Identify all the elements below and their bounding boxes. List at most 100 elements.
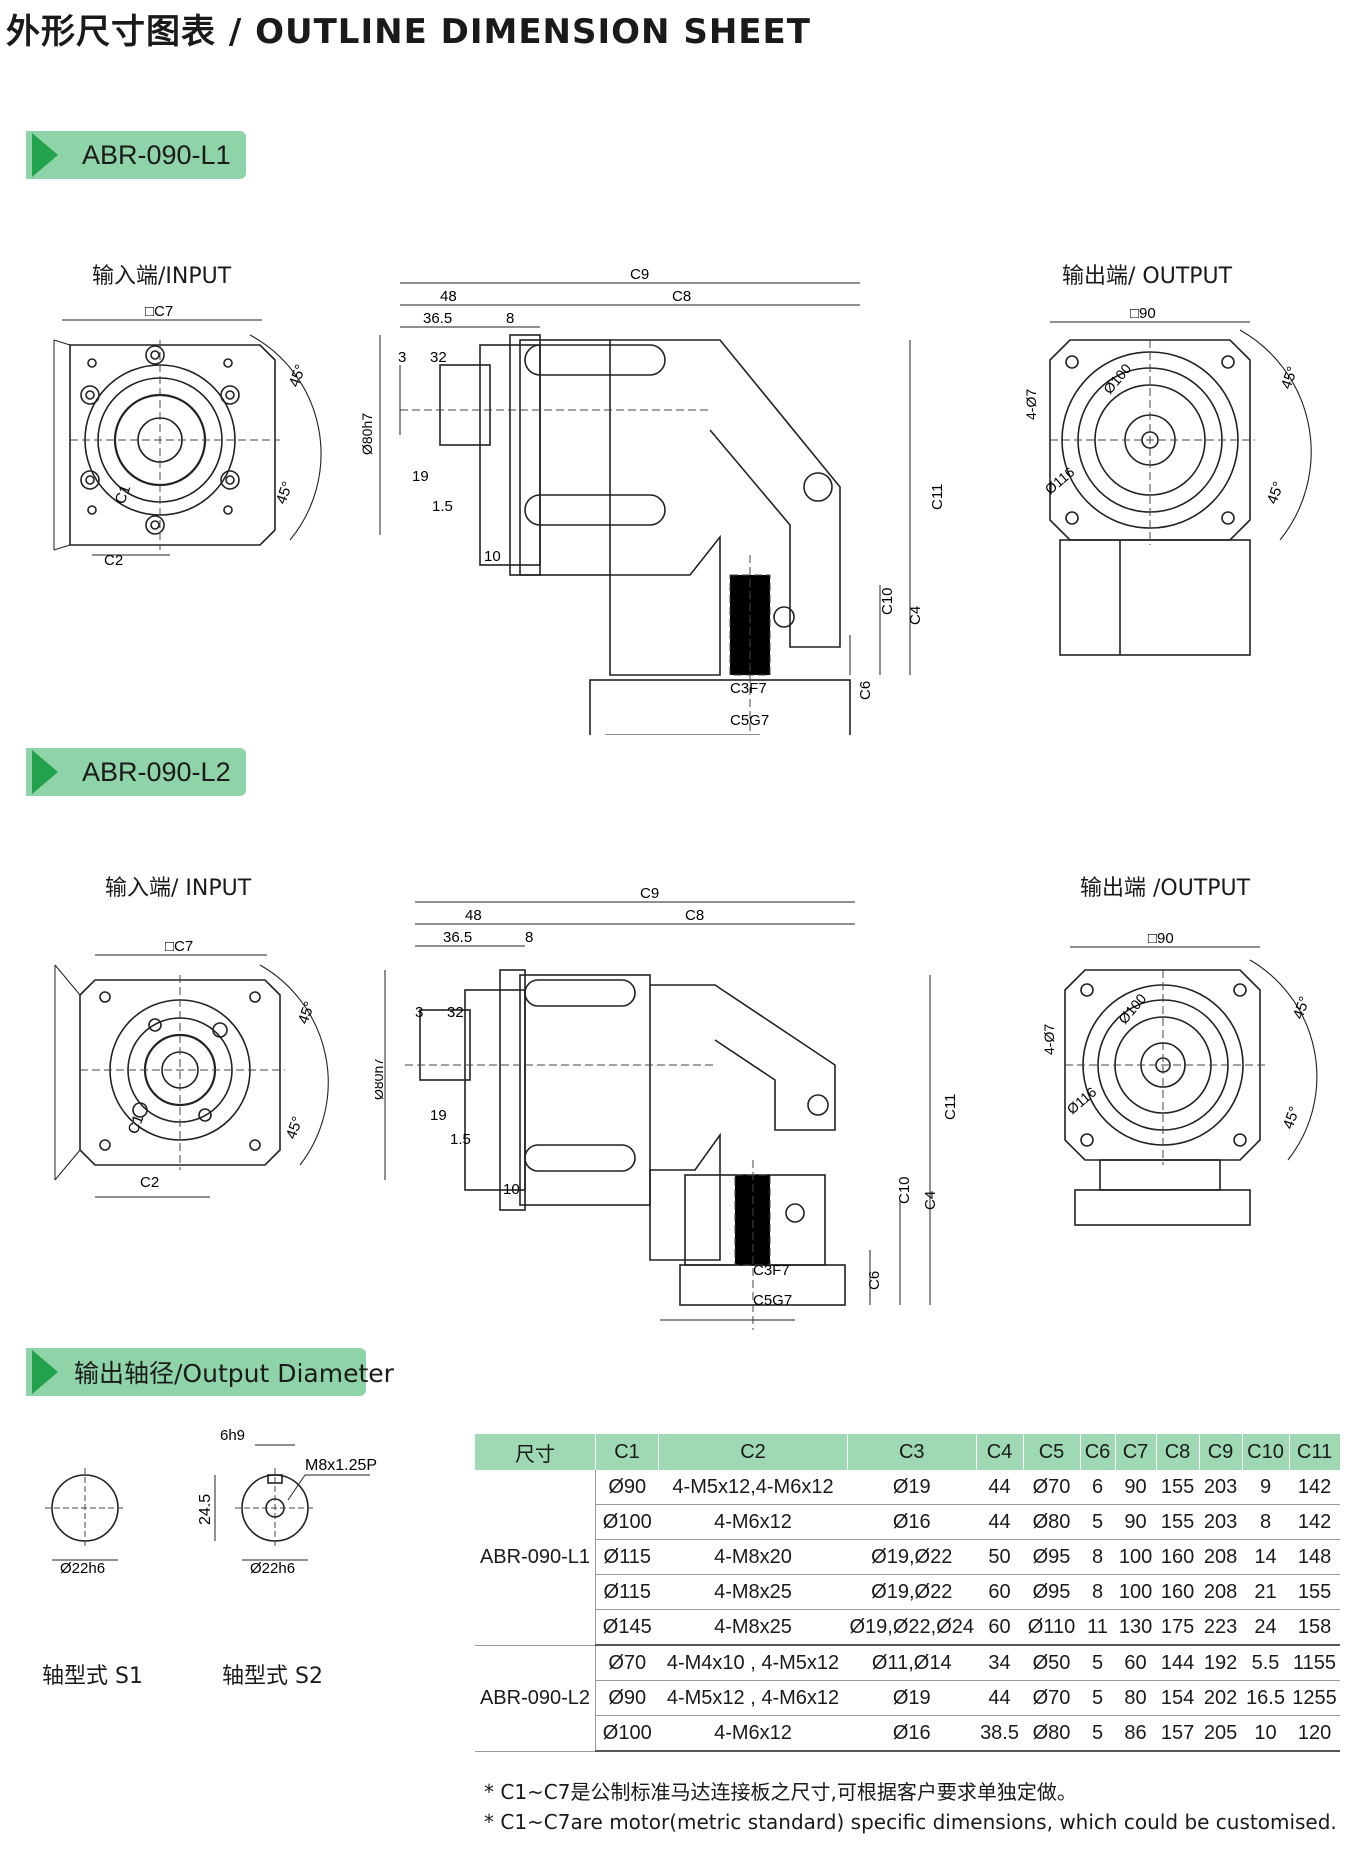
dim-45-l2-top: 45° <box>295 999 319 1026</box>
s2-key: 6h9 <box>220 1427 245 1444</box>
dim-90: □90 <box>1130 305 1156 322</box>
dim-8-l2: 8 <box>525 929 533 946</box>
table-cell: 154 <box>1156 1680 1200 1716</box>
input-label: 输入端/INPUT <box>92 264 232 289</box>
dim-c8: C8 <box>672 288 691 305</box>
table-cell: Ø16 <box>847 1504 977 1540</box>
th-c5: C5 <box>1023 1434 1081 1470</box>
table-cell: 21 <box>1242 1574 1290 1610</box>
dim-c2-l2: C2 <box>140 1174 159 1191</box>
dim-c9: C9 <box>630 266 649 283</box>
input-label-l2: 输入端/ INPUT <box>105 876 252 901</box>
table-cell: 60 <box>976 1609 1024 1646</box>
table-cell: 203 <box>1199 1470 1243 1505</box>
table-cell: Ø110 <box>1023 1609 1081 1646</box>
table-cell: 90 <box>1115 1470 1157 1505</box>
dim-48: 48 <box>440 288 457 305</box>
section-tag-l2: ABR-090-L2 <box>26 748 246 796</box>
th-c7: C7 <box>1115 1434 1157 1470</box>
dim-1-5: 1.5 <box>432 498 453 515</box>
table-cell: 4-M6x12 <box>658 1504 848 1540</box>
dim-c6: C6 <box>857 681 874 700</box>
dim-c5-l2: C5G7 <box>753 1292 792 1309</box>
dim-c11: C11 <box>929 484 946 510</box>
table-cell: 5 <box>1080 1645 1116 1681</box>
dim-100: Ø100 <box>1100 360 1134 397</box>
table-cell: Ø80 <box>1023 1504 1081 1540</box>
table-cell: Ø95 <box>1023 1574 1081 1610</box>
dim-19: 19 <box>412 468 429 485</box>
dim-4-7: 4-Ø7 <box>1023 389 1039 420</box>
table-cell: Ø11,Ø14 <box>847 1645 977 1681</box>
dim-c9-l2: C9 <box>640 885 659 902</box>
dim-8: 8 <box>506 310 514 327</box>
table-cell: Ø100 <box>595 1504 659 1540</box>
table-cell: 60 <box>976 1574 1024 1610</box>
table-cell: 157 <box>1156 1715 1200 1752</box>
model-cell: ABR-090-L1 <box>475 1470 596 1646</box>
dim-c1: C1 <box>112 483 135 507</box>
arrow-icon <box>32 750 58 794</box>
dim-45-out-top: 45° <box>1278 364 1302 391</box>
table-cell: 208 <box>1199 1539 1243 1575</box>
section-tag-label: ABR-090-L1 <box>82 139 231 170</box>
table-cell: 4-M5x12 , 4-M6x12 <box>658 1680 848 1716</box>
section-tag-output-diameter: 输出轴径/Output Diameter <box>26 1348 394 1396</box>
dim-45-out-l2-bottom: 45° <box>1280 1104 1304 1131</box>
dim-45-out-l2-top: 45° <box>1290 994 1314 1021</box>
table-cell: Ø145 <box>595 1609 659 1646</box>
table-cell: 4-M8x20 <box>658 1539 848 1575</box>
table-cell: 5.5 <box>1242 1645 1290 1681</box>
table-cell: 10 <box>1242 1715 1290 1752</box>
table-cell: 120 <box>1289 1715 1341 1752</box>
dim-80h7: Ø80h7 <box>360 413 375 455</box>
dim-80h7-l2: Ø80h7 <box>375 1058 386 1100</box>
table-cell: Ø90 <box>595 1680 659 1716</box>
table-cell: 8 <box>1080 1574 1116 1610</box>
output-label: 输出端/ OUTPUT <box>1062 264 1233 289</box>
note-cn: * C1~C7是公制标准马达连接板之尺寸,可根据客户要求单独定做。 <box>484 1780 1077 1804</box>
th-c8: C8 <box>1156 1434 1200 1470</box>
table-cell: 202 <box>1199 1680 1243 1716</box>
table-cell: 11 <box>1080 1609 1116 1646</box>
table-cell: 14 <box>1242 1539 1290 1575</box>
s2-dia: Ø22h6 <box>250 1560 295 1577</box>
output-flange-drawing: □90 4-Ø7 Ø100 Ø116 45° 45° <box>1023 305 1312 656</box>
table-cell: Ø95 <box>1023 1539 1081 1575</box>
table-cell: Ø16 <box>847 1715 977 1752</box>
input-flange-drawing: □C7 C2 45° 45° C1 <box>53 303 322 569</box>
dim-c7: □C7 <box>145 303 173 320</box>
table-cell: Ø100 <box>595 1715 659 1752</box>
th-c4: C4 <box>976 1434 1024 1470</box>
dim-90-l2: □90 <box>1148 930 1174 947</box>
dim-3-l2: 3 <box>415 1004 423 1021</box>
table-cell: 223 <box>1199 1609 1243 1646</box>
table-cell: Ø70 <box>595 1645 659 1681</box>
input-flange-drawing-l2: □C7 C2 45° 45° C1 <box>54 938 329 1198</box>
dim-45-top: 45° <box>286 362 310 389</box>
spec-table: 尺寸 C1 C2 C3 C4 C5 C6 C7 C8 C9 C10 C11 AB… <box>475 1434 1341 1752</box>
dim-4-7-l2: 4-Ø7 <box>1041 1024 1057 1055</box>
th-c1: C1 <box>595 1434 659 1470</box>
table-cell: 208 <box>1199 1574 1243 1610</box>
output-flange-drawing-l2: □90 4-Ø7 Ø100 Ø116 45° 45° <box>1041 930 1318 1226</box>
section-tag-label: ABR-090-L2 <box>82 756 231 787</box>
dim-c4: C4 <box>907 606 924 625</box>
table-cell: 158 <box>1289 1609 1341 1646</box>
arrow-icon <box>32 133 58 177</box>
table-cell: 8 <box>1242 1504 1290 1540</box>
table-cell: 160 <box>1156 1539 1200 1575</box>
table-cell: 4-M8x25 <box>658 1574 848 1610</box>
table-cell: 175 <box>1156 1609 1200 1646</box>
dim-45-l2-bottom: 45° <box>283 1114 307 1141</box>
note-en: * C1~C7are motor(metric standard) specif… <box>484 1810 1337 1834</box>
th-c6: C6 <box>1080 1434 1116 1470</box>
dim-c10: C10 <box>879 587 896 615</box>
dim-32-l2: 32 <box>447 1004 464 1021</box>
